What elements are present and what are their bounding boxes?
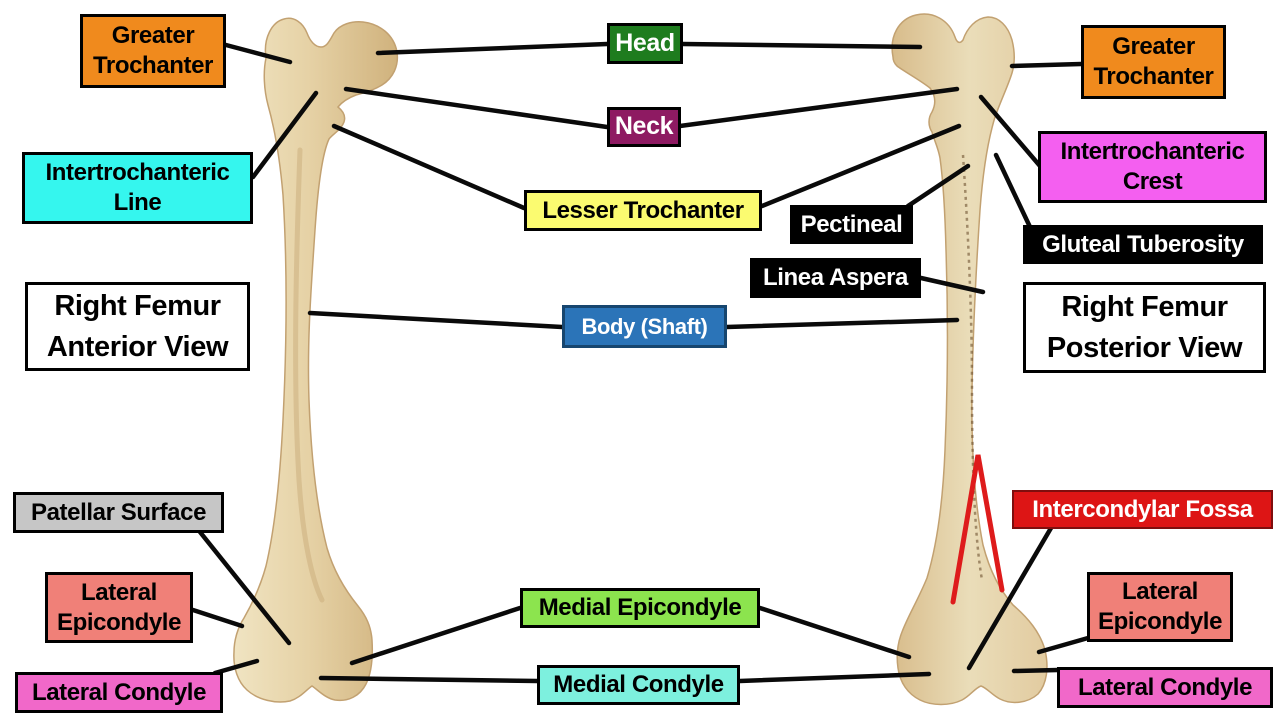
leader-line: [966, 525, 1054, 671]
label-lateral-condyle-right: Lateral Condyle: [1057, 667, 1273, 708]
leader-line: [1011, 667, 1061, 674]
leader-line: [343, 86, 610, 130]
leader-line: [905, 163, 971, 209]
leader-line: [993, 152, 1033, 230]
intercondylar-fossa-marker: [950, 454, 1005, 605]
label-pectineal: Pectineal: [790, 205, 913, 244]
leader-line: [1036, 635, 1091, 655]
femur-anterior-shading: [293, 147, 325, 603]
leader-line: [680, 41, 923, 50]
label-lesser-trochanter: Lesser Trochanter: [524, 190, 762, 231]
leader-line: [190, 607, 245, 629]
label-lateral-condyle-left: Lateral Condyle: [15, 672, 223, 713]
leader-line: [318, 675, 540, 684]
label-gluteal-tuberosity: Gluteal Tuberosity: [1023, 225, 1263, 264]
label-lateral-epicondyle-right: Lateral Epicondyle: [1087, 572, 1233, 642]
title-anterior-view: Right Femur Anterior View: [25, 282, 250, 371]
label-head: Head: [607, 23, 683, 64]
leader-line: [677, 86, 960, 129]
label-greater-trochanter-left: Greater Trochanter: [80, 14, 226, 88]
label-intercondylar-fossa: Intercondylar Fossa: [1012, 490, 1273, 529]
leader-line: [307, 310, 565, 330]
femur-anterior-illustration: [233, 17, 399, 703]
label-linea-aspera: Linea Aspera: [750, 258, 921, 298]
leader-line: [918, 275, 986, 295]
leader-line: [759, 123, 962, 209]
label-intertrochanteric-crest: Intertrochanteric Crest: [1038, 131, 1267, 203]
label-neck: Neck: [607, 107, 681, 147]
leader-line: [737, 671, 932, 684]
label-lateral-epicondyle-left: Lateral Epicondyle: [45, 572, 193, 643]
leader-line: [331, 123, 527, 211]
title-posterior-view: Right Femur Posterior View: [1023, 282, 1266, 373]
leader-line: [375, 41, 610, 56]
leader-lines: [190, 41, 1091, 684]
leader-line: [250, 90, 319, 180]
leader-line: [212, 658, 260, 676]
label-medial-condyle: Medial Condyle: [537, 665, 740, 705]
leader-line: [223, 42, 293, 65]
label-intertrochanteric-line: Intertrochanteric Line: [22, 152, 253, 224]
leader-line: [197, 529, 292, 646]
leader-line: [757, 605, 912, 660]
leader-line: [978, 94, 1043, 169]
label-body-shaft: Body (Shaft): [562, 305, 727, 348]
leader-line: [1009, 61, 1084, 69]
label-greater-trochanter-right: Greater Trochanter: [1081, 25, 1226, 99]
femur-posterior-illustration: [891, 13, 1048, 706]
leader-line: [349, 605, 523, 666]
label-patellar-surface: Patellar Surface: [13, 492, 224, 533]
label-medial-epicondyle: Medial Epicondyle: [520, 588, 760, 628]
leader-line: [724, 317, 960, 330]
